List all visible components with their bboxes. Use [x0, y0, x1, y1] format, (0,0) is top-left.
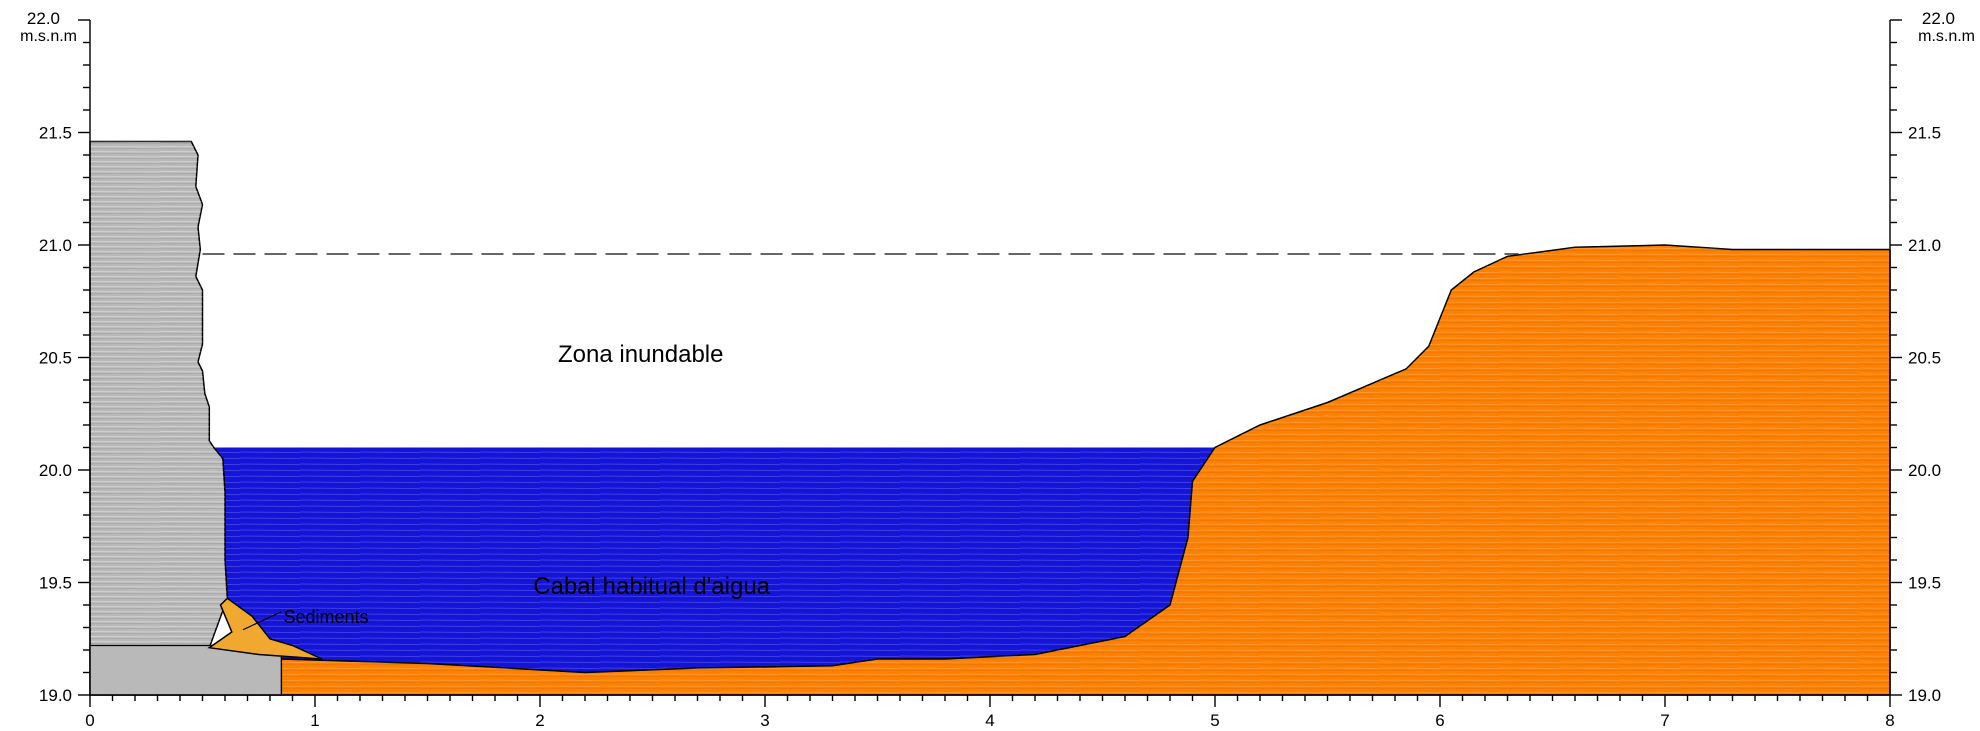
- x-tick-label: 3: [760, 711, 769, 730]
- water-texture: [213, 447, 1216, 673]
- x-tick-label: 5: [1210, 711, 1219, 730]
- left-axis-ticks: [78, 19, 90, 696]
- sediment-leader-line: [242, 611, 282, 631]
- right-unit-label: m.s.n.m: [1918, 28, 1975, 45]
- x-tick-label: 6: [1435, 711, 1444, 730]
- soil-texture: [281, 245, 1890, 695]
- y-tick-label-left: 20.5: [39, 349, 72, 368]
- y-tick-label-right: 19.0: [1908, 686, 1941, 705]
- flood-zone-label: Zona inundable: [558, 341, 723, 368]
- rock-texture: [90, 141, 282, 695]
- y-tick-label-right: 21.5: [1908, 124, 1941, 143]
- y-tick-label-left: 19.0: [39, 686, 72, 705]
- sediments-label: Sediments: [284, 607, 369, 627]
- sediment-deposit: [207, 597, 323, 660]
- y-tick-label-left: 20.0: [39, 461, 72, 480]
- x-tick-label: 2: [535, 711, 544, 730]
- y-tick-label-left: 21.0: [39, 236, 72, 255]
- y-tick-label-right: 22.0: [1922, 9, 1955, 28]
- x-tick-label: 7: [1660, 711, 1669, 730]
- y-tick-label-right: 20.0: [1908, 461, 1941, 480]
- bottom-axis-ticks: [89, 695, 1891, 707]
- x-tick-label: 0: [85, 711, 94, 730]
- y-tick-label-left: 22.0: [27, 9, 60, 28]
- x-tick-label: 1: [310, 711, 319, 730]
- x-tick-label: 8: [1885, 711, 1894, 730]
- water-channel-label: Cabal habitual d'aigua: [533, 573, 770, 600]
- y-tick-label-left: 21.5: [39, 124, 72, 143]
- y-tick-label-right: 19.5: [1908, 574, 1941, 593]
- left-unit-label: m.s.n.m: [20, 28, 77, 45]
- y-tick-label-right: 20.5: [1908, 349, 1941, 368]
- x-tick-label: 4: [985, 711, 994, 730]
- y-tick-label-right: 21.0: [1908, 236, 1941, 255]
- right-axis-ticks: [1890, 19, 1902, 696]
- y-tick-label-left: 19.5: [39, 574, 72, 593]
- axes: [78, 19, 1902, 707]
